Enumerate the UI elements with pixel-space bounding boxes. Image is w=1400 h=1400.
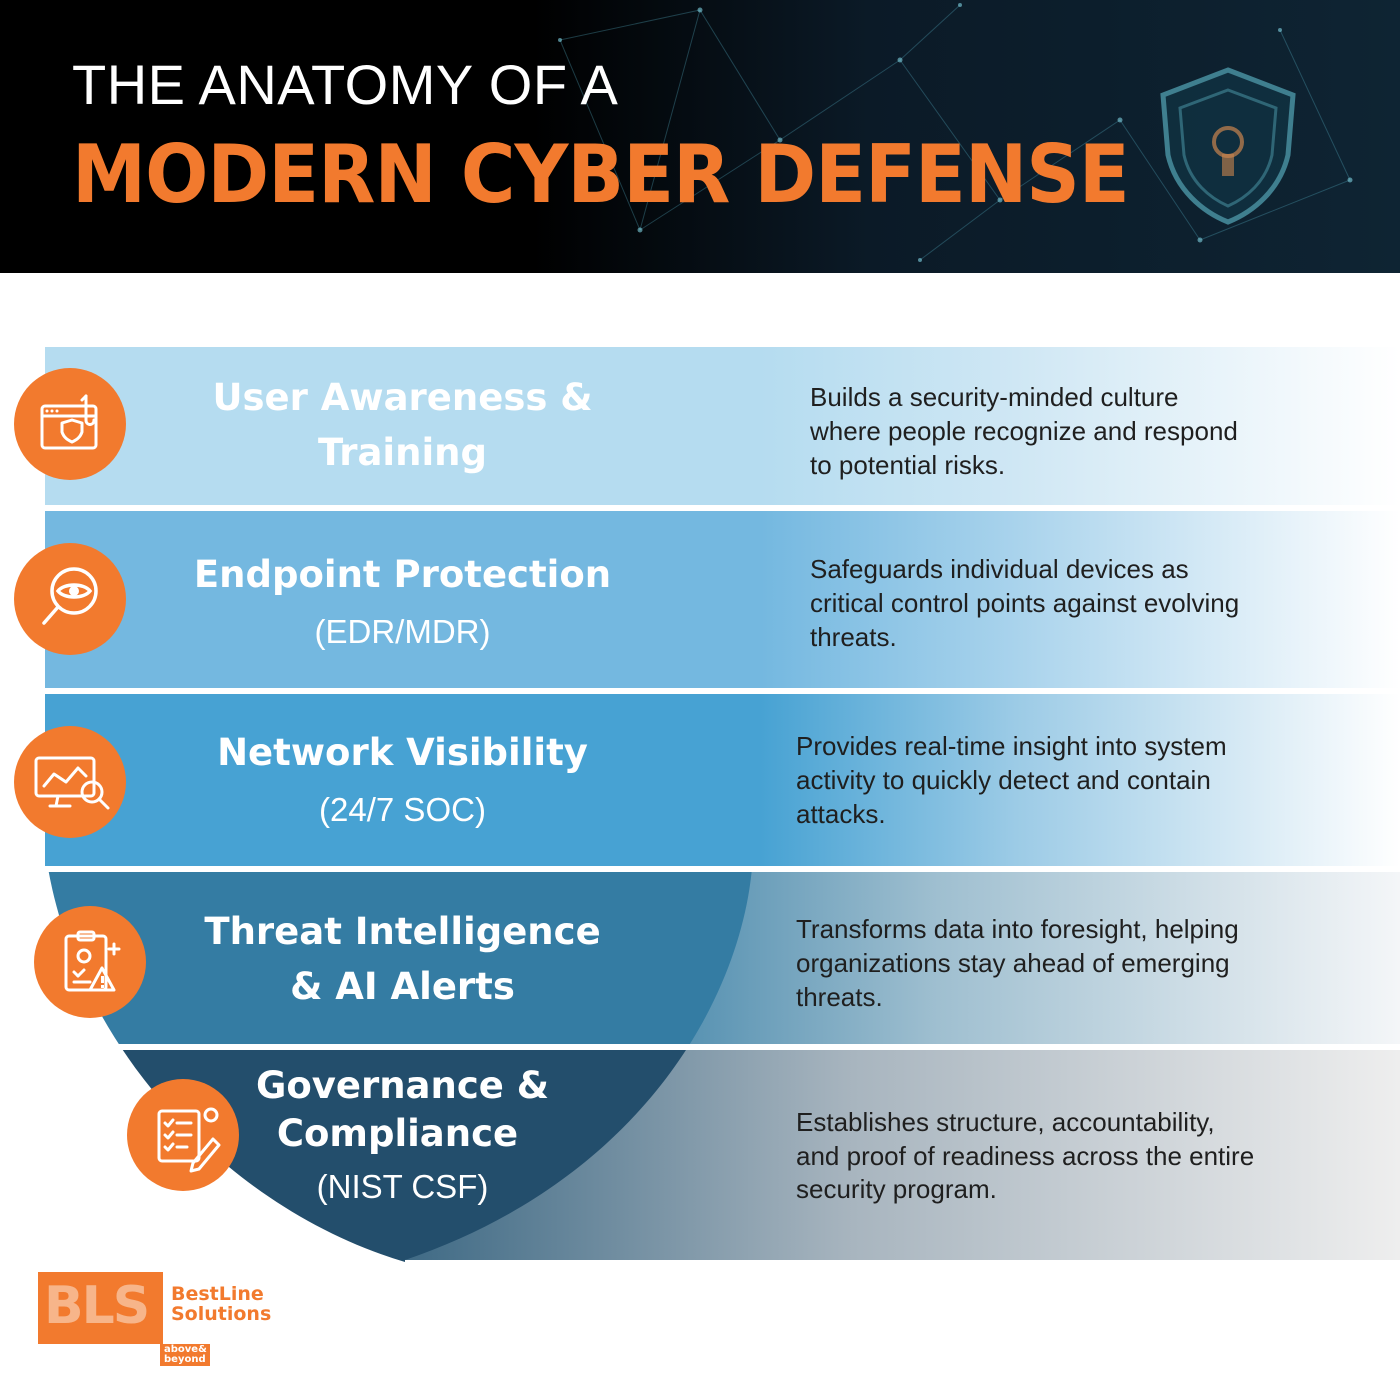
- layer-5-description: and proof of readiness across the entire: [796, 1141, 1255, 1171]
- layer-4-title: & AI Alerts: [290, 965, 515, 1008]
- layer-4-band: [45, 872, 760, 1044]
- layer-4-description: organizations stay ahead of emerging: [796, 948, 1230, 978]
- layer-4-icon-badge: [34, 906, 146, 1018]
- layer-4-title: Threat Intelligence: [204, 910, 601, 953]
- layer-3-subtitle: (24/7 SOC): [319, 791, 486, 828]
- layer-1-description: Builds a security-minded culture: [810, 382, 1179, 412]
- layer-2-title: Endpoint Protection: [193, 553, 612, 596]
- layer-5-subtitle: (NIST CSF): [316, 1168, 489, 1205]
- layer-5-title: Compliance: [276, 1112, 519, 1155]
- layer-2-description: critical control points against evolving: [810, 588, 1240, 618]
- monitor-analytics-icon: [34, 756, 110, 810]
- logo-name-line-1: BestLine: [171, 1283, 264, 1305]
- layer-1-title: User Awareness &: [212, 376, 593, 419]
- title-line-main: MODERN CYBER DEFENSE: [72, 128, 1130, 221]
- network-background-graphic: [558, 3, 1353, 262]
- title-line-top: THE ANATOMY OF A: [72, 53, 619, 116]
- layer-2-description-panel: [760, 511, 1400, 688]
- layer-5-description: Establishes structure, accountability,: [796, 1107, 1215, 1137]
- layer-1-description: where people recognize and respond: [810, 416, 1238, 446]
- layer-3-title: Network Visibility: [217, 731, 588, 774]
- phishing-browser-icon: [40, 394, 98, 450]
- layer-1-icon-badge: [14, 368, 126, 480]
- layer-3-description-panel: [760, 694, 1400, 866]
- layer-1-title: Training: [318, 431, 487, 474]
- clipboard-alert-icon: [64, 930, 121, 992]
- layer-1-band: [45, 347, 760, 505]
- logo-tagline-line-2: beyond: [164, 1354, 206, 1365]
- logo-tagline-box: [160, 1344, 210, 1366]
- layer-3-description: attacks.: [796, 799, 886, 829]
- logo-mark: BLS: [38, 1272, 163, 1344]
- layer-5-icon-badge: [127, 1079, 239, 1191]
- layer-3-description: activity to quickly detect and contain: [796, 765, 1211, 795]
- layer-1-description-panel: [760, 347, 1400, 505]
- layer-4-description: threats.: [796, 982, 883, 1012]
- company-logo: BLS BestLine Solutions above& beyond: [38, 1272, 272, 1372]
- logo-tagline-line-1: above&: [164, 1344, 207, 1355]
- layer-2-description: Safeguards individual devices as: [810, 554, 1189, 584]
- eye-magnifier-icon: [42, 567, 98, 625]
- layer-3-icon-badge: [14, 726, 126, 838]
- logo-letters: BLS: [44, 1276, 150, 1336]
- layer-2-subtitle: (EDR/MDR): [314, 613, 491, 650]
- header-banner: THE ANATOMY OF A MODERN CYBER DEFENSE: [0, 0, 1400, 273]
- layer-5-description: security program.: [796, 1174, 997, 1204]
- shield-lock-icon: [1160, 67, 1296, 225]
- layer-2-description: threats.: [810, 622, 897, 652]
- layer-1-description: to potential risks.: [810, 450, 1006, 480]
- logo-name-line-2: Solutions: [171, 1303, 272, 1325]
- layer-4-description: Transforms data into foresight, helping: [796, 914, 1239, 944]
- layer-5-title: Governance &: [255, 1064, 550, 1107]
- layer-2-band: [45, 511, 760, 688]
- checklist-pencil-icon: [157, 1107, 221, 1173]
- layer-3-band: [45, 694, 760, 866]
- layer-3-description: Provides real-time insight into system: [796, 731, 1227, 761]
- layer-2-icon-badge: [14, 543, 126, 655]
